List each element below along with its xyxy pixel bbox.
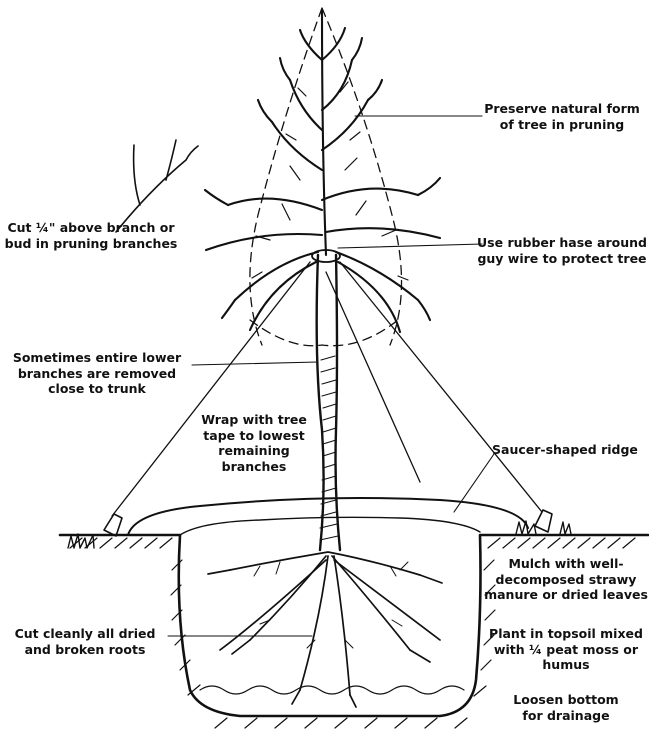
rubber-hose-label: Use rubber hase around guy wire to prote… xyxy=(477,235,647,266)
preserve-form-line1: Preserve natural form xyxy=(474,101,649,117)
wrap-tape-line1: Wrap with tree xyxy=(198,412,310,428)
lower-branches-line2: branches are removed xyxy=(4,366,190,382)
cut-above-branch-label: Cut ¼" above branch or bud in pruning br… xyxy=(4,220,178,251)
saucer-ridge-label: Saucer-shaped ridge xyxy=(492,442,642,458)
mulch-line3: manure or dried leaves xyxy=(484,587,648,603)
loosened-soil xyxy=(200,686,464,694)
preserve-form-line2: of tree in pruning xyxy=(474,117,649,133)
wrap-tape-label: Wrap with tree tape to lowest remaining … xyxy=(198,412,310,474)
leader-lines xyxy=(168,116,494,636)
rubber-hose-line1: Use rubber hase around xyxy=(477,235,647,251)
tree-trunk xyxy=(317,255,340,550)
wrap-tape-line2: tape to lowest xyxy=(198,428,310,444)
wrap-tape-line4: branches xyxy=(198,459,310,475)
tree-branches xyxy=(205,10,440,332)
pruned-form-outline xyxy=(250,320,398,346)
preserve-form-label: Preserve natural form of tree in pruning xyxy=(474,101,649,132)
mulch-line2: decomposed strawy xyxy=(484,572,648,588)
root-hairs xyxy=(254,562,408,648)
lower-branches-label: Sometimes entire lower branches are remo… xyxy=(4,350,190,397)
tree-roots xyxy=(208,552,442,707)
cut-roots-line2: and broken roots xyxy=(6,642,164,658)
saucer-ridge-line1: Saucer-shaped ridge xyxy=(492,442,642,458)
cut-above-line2: bud in pruning branches xyxy=(4,236,178,252)
saucer-ridge xyxy=(128,498,528,535)
topsoil-line2: with ¼ peat moss or xyxy=(488,642,644,658)
mulch-label: Mulch with well- decomposed strawy manur… xyxy=(484,556,648,603)
topsoil-line1: Plant in topsoil mixed xyxy=(488,626,644,642)
lower-branches-line3: close to trunk xyxy=(4,381,190,397)
stake-left xyxy=(104,514,122,536)
rubber-hose-line2: guy wire to protect tree xyxy=(477,251,647,267)
stake-right xyxy=(535,510,552,532)
loosen-bottom-label: Loosen bottom for drainage xyxy=(504,692,628,723)
lower-branches-line1: Sometimes entire lower xyxy=(4,350,190,366)
mulch-line1: Mulch with well- xyxy=(484,556,648,572)
wrap-tape-line3: remaining xyxy=(198,443,310,459)
loosen-bottom-line1: Loosen bottom xyxy=(504,692,628,708)
cut-roots-label: Cut cleanly all dried and broken roots xyxy=(6,626,164,657)
topsoil-label: Plant in topsoil mixed with ¼ peat moss … xyxy=(488,626,644,673)
loosen-bottom-line2: for drainage xyxy=(504,708,628,724)
pruning-detail-twig xyxy=(116,140,198,232)
topsoil-line3: humus xyxy=(488,657,644,673)
cut-roots-line1: Cut cleanly all dried xyxy=(6,626,164,642)
cut-above-line1: Cut ¼" above branch or xyxy=(4,220,178,236)
